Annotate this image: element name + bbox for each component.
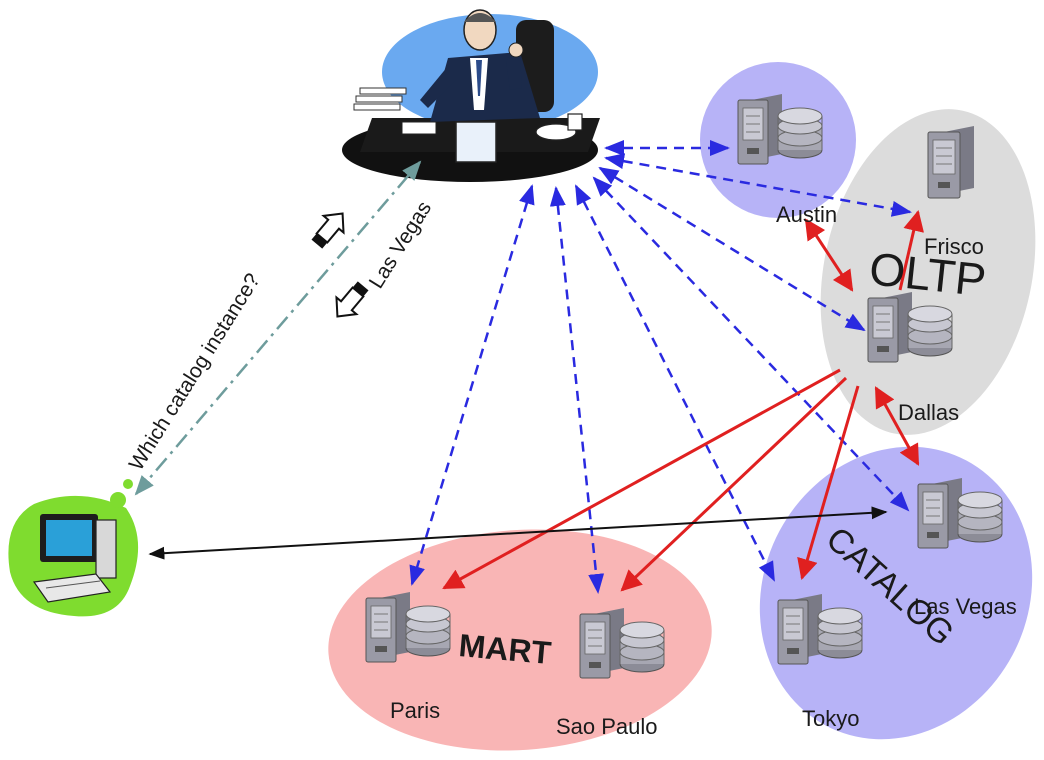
link-dallas-las-vegas <box>874 386 920 466</box>
mart-group-label: MART <box>457 627 553 671</box>
reply-envelope-icon <box>335 281 369 318</box>
query-message-label: Which catalog instance? <box>125 269 265 474</box>
tokyo-server-label: Tokyo <box>802 706 859 731</box>
sao-paulo-server-label: Sao Paulo <box>556 714 658 739</box>
link-client-las-vegas <box>148 506 888 560</box>
reply-message-label: Las Vegas <box>365 197 436 292</box>
paris-server-label: Paris <box>390 698 440 723</box>
oltp-group-label: OLTP <box>867 242 989 306</box>
link-client-manager <box>134 160 422 496</box>
frisco-server-icon <box>927 125 975 199</box>
businessman-at-desk-icon <box>342 9 600 182</box>
link-austin-dallas <box>804 218 854 292</box>
desktop-computer-icon <box>8 479 139 617</box>
las-vegas-server-label: Las Vegas <box>914 594 1017 619</box>
dallas-server-label: Dallas <box>898 400 959 425</box>
frisco-server-label: Frisco <box>924 234 984 259</box>
link-dallas-frisco <box>898 209 924 291</box>
link-manager-paris <box>409 184 535 586</box>
manager-server-links <box>409 140 912 594</box>
message-envelope-icon <box>311 212 345 249</box>
austin-server-label: Austin <box>776 202 837 227</box>
link-manager-tokyo <box>574 184 776 582</box>
